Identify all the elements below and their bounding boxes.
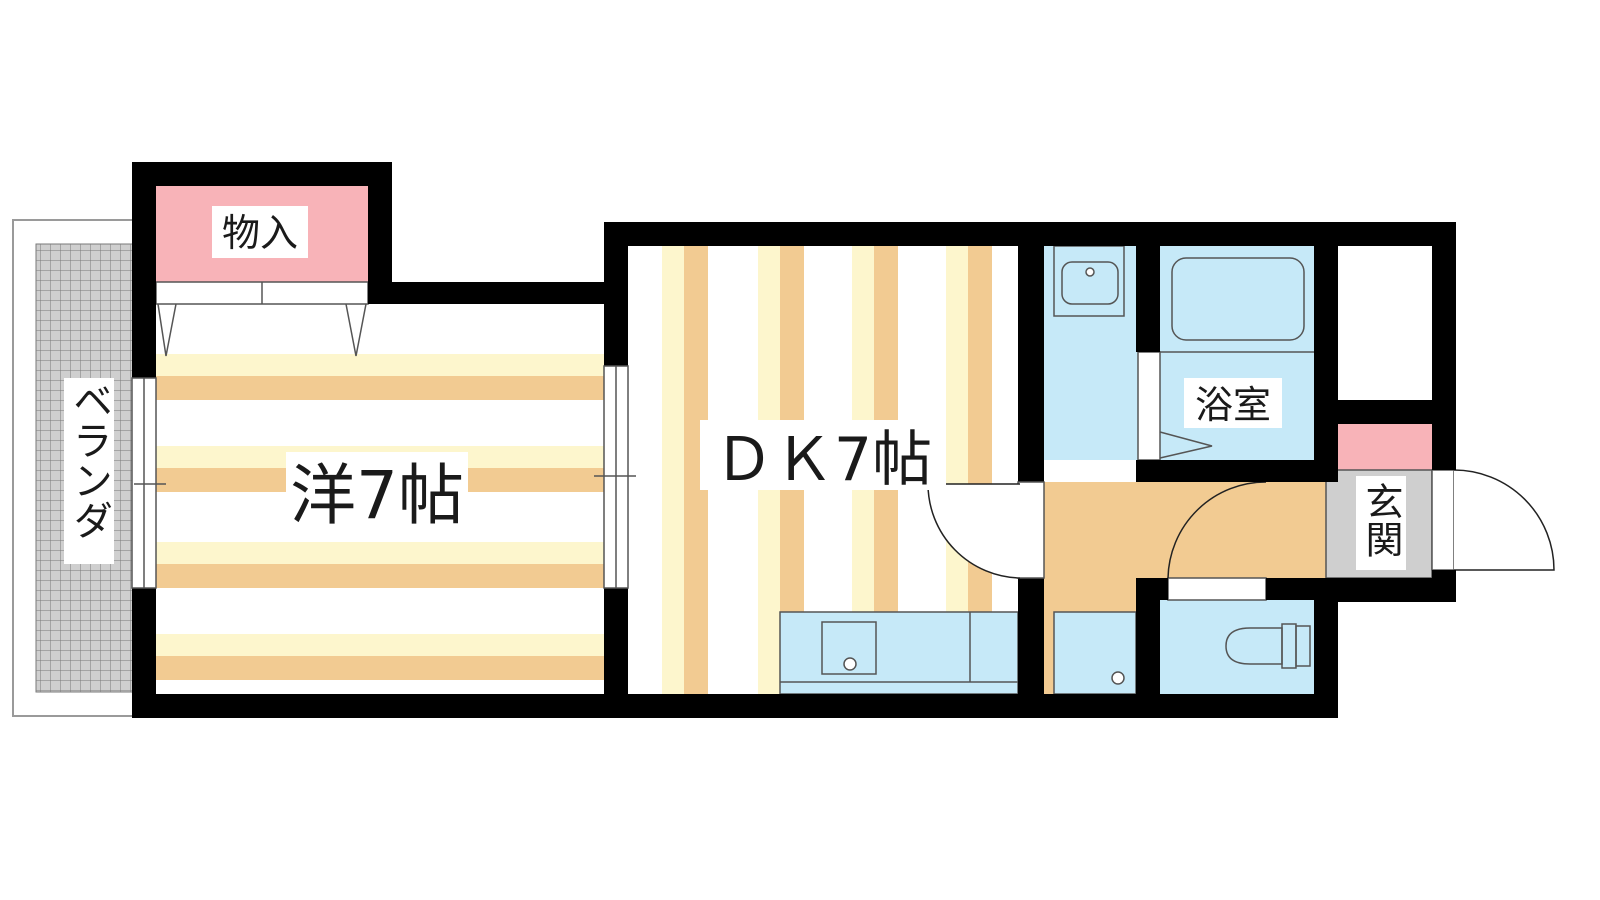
wall [1314,578,1338,718]
label-bg [1184,378,1282,428]
entrance-door-swing [1453,469,1555,571]
wall [132,162,156,378]
label-bg [212,206,308,258]
faucet-icon [1085,267,1095,277]
drain-icon [843,657,857,671]
room-labels: 物入 洋7帖 ＤＫ7帖 浴室 玄関 ベランダ [64,206,1406,570]
wall [1432,570,1456,602]
label-bg [700,420,946,490]
basin-icon [1061,261,1119,305]
closet-door-swing-right [345,303,367,357]
toilet-pipe-icon [1295,625,1311,667]
storage-cabinet [1338,246,1432,400]
wall [1018,578,1044,718]
wall [368,162,392,304]
dk-door-frame [1017,481,1045,579]
entrance-door-frame [1431,469,1455,571]
toilet-door-frame [1167,577,1267,601]
label-bg [1356,476,1406,570]
laundry-space [1053,611,1137,695]
toilet-bowl-icon [1225,627,1283,665]
dk-room-label: ＤＫ7帖 [714,425,932,495]
washroom-floor [1044,246,1138,460]
closet-label: 物入 [222,211,298,255]
floor-stripe [662,246,684,696]
entrance-mat [1338,424,1432,470]
floor-stripe [946,246,968,696]
bath-door-frame [1137,351,1161,461]
floor-stripe [156,634,606,656]
wall [1136,222,1160,352]
dk-door-swing [927,483,1021,579]
veranda-label: ベランダ [66,380,112,540]
washroom [1044,245,1138,460]
floor-stripe [156,376,606,400]
toilet-door-swing [1167,481,1267,579]
wall [1018,222,1044,482]
wall [1338,400,1456,424]
wall [368,282,628,304]
bathtub-icon [1171,257,1305,341]
kitchen-counter [779,611,1019,695]
wall [604,588,628,718]
toilet-room [1160,481,1314,696]
entrance-label: 玄関 [1359,482,1403,558]
walls [132,162,1456,718]
label-bg [64,378,114,564]
closet [155,186,369,357]
wall [1136,578,1160,718]
wall [132,162,392,186]
bath-door-swing [1159,431,1213,459]
wall [1314,222,1338,482]
label-bg [286,452,468,534]
toilet-floor [1160,600,1314,696]
wall [1432,222,1456,470]
washer-drain-icon [1111,671,1125,685]
counter [779,611,1019,695]
floor-stripe [156,542,606,564]
wall [1136,578,1168,600]
floor-stripe [156,656,606,680]
western-room-label: 洋7帖 [290,457,464,534]
wall [1136,460,1338,482]
sink-icon [821,621,877,675]
washer-space [1053,611,1137,695]
floor-stripe [156,354,606,376]
bath-label: 浴室 [1195,383,1271,427]
corridor-floor [1044,482,1326,578]
openings [131,365,1045,589]
closet-door-swing-left [157,303,177,357]
floor-stripe [156,564,606,588]
